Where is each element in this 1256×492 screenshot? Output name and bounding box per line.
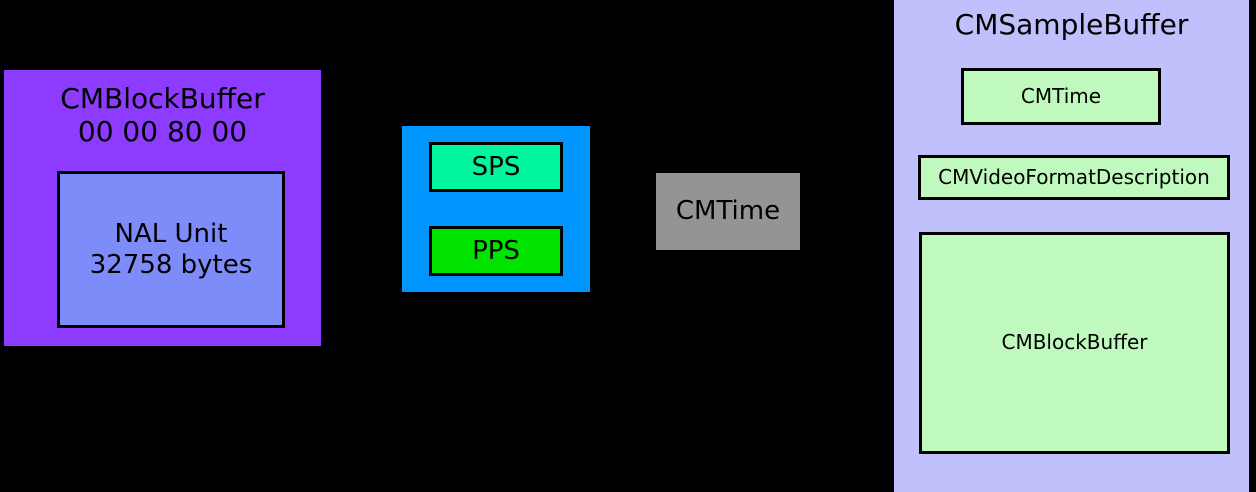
cmblockbuffer-subtitle: 00 00 80 00 [77,115,248,149]
nal-unit-title: NAL Unit [114,218,228,249]
cmblockbuffer-title: CMBlockBuffer [60,82,265,115]
cmsamplebuffer-cmblockbuffer-label: CMBlockBuffer [1001,330,1148,355]
pps-label: PPS [472,235,520,266]
cmvideoformatdescription-box: CMVideoFormatDescription [918,155,1230,200]
cmsamplebuffer-cmtime-label: CMTime [1020,83,1102,108]
cmsamplebuffer-cmblockbuffer-box: CMBlockBuffer [919,232,1230,454]
cmtime-box: CMTime [656,173,800,250]
sps-box: SPS [429,142,563,192]
cmblockbuffer-panel: CMBlockBuffer 00 00 80 00 NAL Unit 32758… [4,70,321,346]
cmtime-label: CMTime [675,196,781,227]
cmsamplebuffer-cmtime-box: CMTime [961,68,1161,125]
cmsamplebuffer-title: CMSampleBuffer [954,8,1189,41]
nal-unit-box: NAL Unit 32758 bytes [57,171,285,328]
cmsamplebuffer-panel: CMSampleBuffer CMTime CMVideoFormatDescr… [894,0,1249,492]
sps-label: SPS [471,151,521,182]
pps-box: PPS [429,226,563,276]
cmvideoformatdescription-label: CMVideoFormatDescription [938,164,1210,189]
parameter-sets-panel: SPS PPS [402,126,590,292]
nal-unit-subtitle: 32758 bytes [89,249,253,280]
